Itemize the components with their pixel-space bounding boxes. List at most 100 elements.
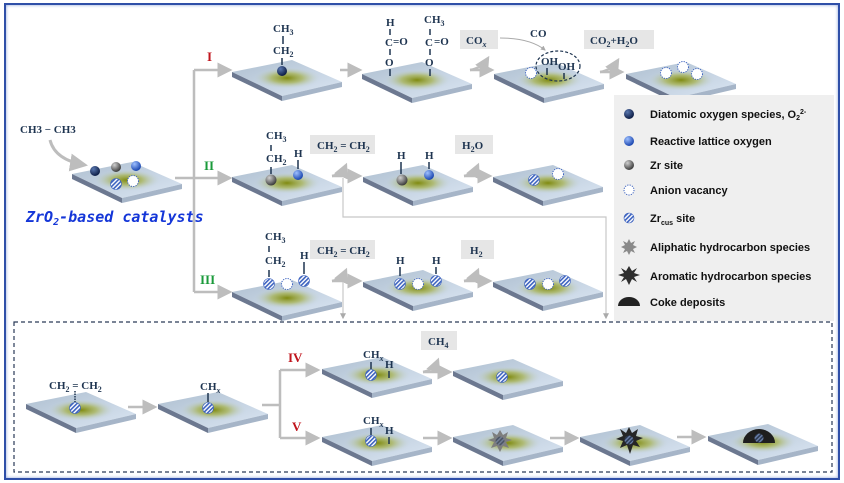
product-h2o: H2O [462,140,484,154]
pathway-V-step-4-coke [708,424,818,465]
zrcus-site-icon [559,275,571,287]
legend-label-zrcus-site: Zrcus site [650,213,695,227]
svg-text:=O: =O [393,36,408,48]
zrcus-site-icon [365,435,377,447]
svg-text:H: H [425,150,434,162]
diatomic-oxygen-sphere-icon [90,166,100,176]
zrcus-site-icon [69,402,81,414]
bottom-step-ethene-adsorbed: CH2 = CH2 [26,380,136,433]
product-box-ethene-II [310,135,375,154]
co-arrow [499,37,546,51]
aliphatic-legend-icon [621,239,637,255]
legend-label-aliphatic: Aliphatic hydrocarbon species [650,242,810,254]
reactant-ethane: CH3 − CH3 [20,124,76,136]
legend-label-aromatic: Aromatic hydrocarbon species [650,271,811,283]
anion-vacancy-icon [281,278,293,290]
product-box-h2 [461,240,494,259]
product-cox: COx [466,35,487,49]
product-box-cox [460,30,498,49]
catalyst-slab [72,162,182,203]
pathway-II-step-3 [493,165,603,206]
chx-label: CHx [200,381,221,395]
pathway-III-step-1: CH3 CH2 H [232,231,342,321]
svg-text:CH3: CH3 [273,23,294,37]
zrcus-site-icon [524,278,536,290]
zrcus-legend-icon [623,212,635,224]
release-arrow [599,57,620,75]
product-ethene-II: CH2 = CH2 [317,140,370,154]
pathway-label-III: III [200,272,215,287]
pathway-label-II: II [204,158,214,173]
svg-text:CH2: CH2 [265,255,286,269]
adsorbed-co: CO [530,28,547,40]
svg-text:CHx: CHx [363,415,384,429]
svg-text:=O: =O [434,36,449,48]
product-box-ch4 [421,331,457,350]
coke-legend-icon [618,297,640,306]
zrcus-site-icon [365,369,377,381]
anion-vacancy-icon [525,67,537,79]
pathway-V-step-3-aromatic [580,425,690,466]
svg-text:H: H [294,148,303,160]
pathway-II-step-2: H H [363,150,473,206]
pathway-III-step-2: H H [363,255,473,311]
anion-vacancy-icon [127,175,139,187]
zr-site-legend-icon [624,160,634,170]
svg-text:O: O [425,57,434,69]
pathway-IV-step-1: CHx H [322,349,432,398]
svg-text:OH: OH [541,56,559,68]
release-arrow [331,162,348,180]
zr-sphere-icon [396,174,408,186]
product-ethene-III: CH2 = CH2 [317,245,370,259]
svg-text:H: H [386,17,395,29]
svg-text:CH3: CH3 [424,14,445,28]
product-ch4: CH4 [428,336,449,350]
pathway-I-step-1: CH2 CH3 [232,23,342,101]
product-box-ethene-III [310,240,375,259]
svg-text:CH3: CH3 [266,130,287,144]
anion-vacancy-icon [542,278,554,290]
legend-label-coke: Coke deposits [650,297,725,309]
pathway-label-IV: IV [288,350,303,365]
branch-trunk-bottom [262,370,282,438]
pathway-IV-step-2 [453,359,563,400]
ethene-adsorbed-label: CH2 = CH2 [49,380,102,394]
svg-text:H: H [397,150,406,162]
svg-text:H: H [396,255,405,267]
release-arrow [463,162,480,180]
zrcus-site-icon [430,275,442,287]
feed-arrow [48,139,88,172]
zrcus-site-icon [394,278,406,290]
anion-vacancy-icon [660,67,672,79]
pathway-III-step-3 [493,270,603,311]
release-arrow [469,55,490,73]
svg-text:H: H [385,425,394,437]
bottom-step-chx: CHx [158,381,268,433]
pathway-V-step-2-aliphatic [453,425,563,466]
product-box-co2-h2o [584,30,654,49]
legend-label-diatomic-oxygen: Diatomic oxygen species, O22- [650,109,807,122]
pathway-V-step-1: CHx H [322,415,432,466]
svg-text:CHx: CHx [363,349,384,363]
lattice-oxygen-sphere-icon [293,170,303,180]
diatomic-oxygen-legend-icon [624,109,634,119]
svg-text:H: H [432,255,441,267]
catalyst-title: ZrO2-based catalysts [25,208,204,228]
svg-text:C: C [425,37,433,49]
anion-vacancy-icon [552,168,564,180]
product-box-h2o [455,135,493,154]
svg-text:C: C [385,37,393,49]
lattice-oxygen-sphere-icon [424,170,434,180]
zrcus-site-icon [110,178,122,190]
zr-sphere-icon [111,162,121,172]
lattice-oxygen-sphere-icon [131,161,141,171]
coke-formation-panel [13,321,833,473]
hydroxyl-highlight [535,50,581,82]
legend-label-anion-vacancy: Anion vacancy [650,185,729,197]
anion-vacancy-icon [691,68,703,80]
zrcus-site-icon [202,402,214,414]
zrcus-site-icon [263,278,275,290]
zrcus-site-icon [496,371,508,383]
svg-text:OH: OH [558,61,576,73]
